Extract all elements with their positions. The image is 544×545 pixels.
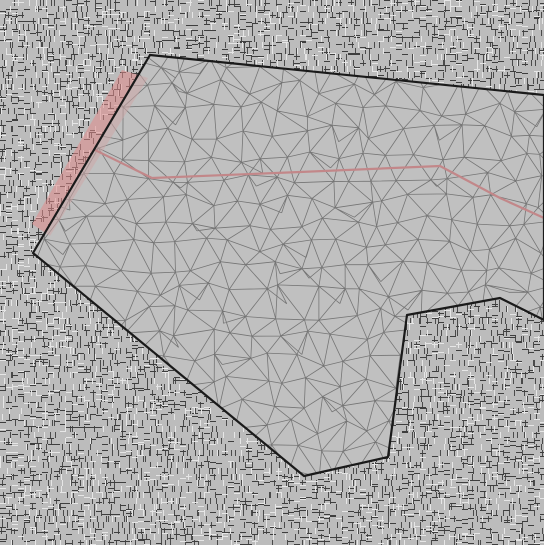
- mesh-domain-boundary: [31, 53, 544, 478]
